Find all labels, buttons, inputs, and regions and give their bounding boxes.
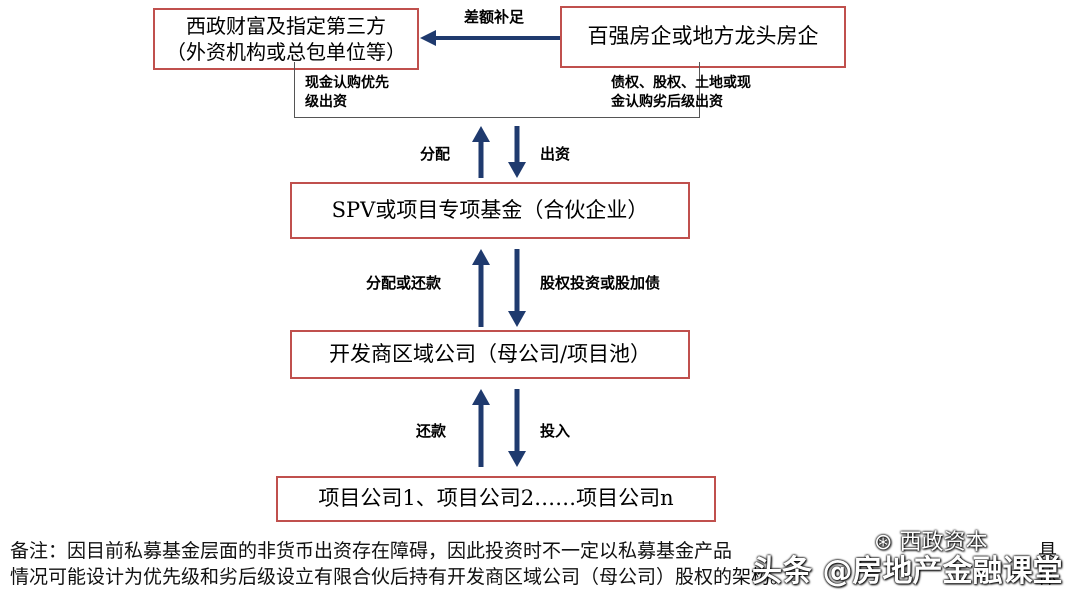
cash-subscription-note: 现金认购优先 级出资 bbox=[305, 74, 389, 112]
footer-line1: 备注：因目前私募基金层面的非货币出资存在障碍，因此投资时不一定以私募基金产品具体 bbox=[10, 538, 1075, 588]
shortfall-label: 差额补足 bbox=[464, 8, 525, 26]
spv-box: SPV或项目专项基金（合伙企业） bbox=[290, 182, 690, 239]
footer-tail: 具体 bbox=[1038, 540, 1058, 588]
distribute-up-arrow bbox=[472, 126, 490, 178]
debt-equity-note: 债权、股权、土地或现 金认购劣后级出资 bbox=[611, 74, 751, 112]
developer-label: 百强房企或地方龙头房企 bbox=[587, 24, 819, 49]
repay-label: 还款 bbox=[416, 422, 447, 440]
equity-invest-down-arrow bbox=[508, 249, 526, 327]
repay-up-arrow bbox=[472, 389, 490, 467]
gov-wealth-line2: （外资机构或总包单位等） bbox=[166, 40, 406, 64]
project-companies-label: 项目公司1、项目公司2……项目公司n bbox=[318, 486, 674, 511]
regional-company-label: 开发商区域公司（母公司/项目池） bbox=[328, 341, 652, 366]
source-watermark: ⊛ 西政资本 bbox=[874, 524, 987, 556]
invest-down-arrow bbox=[508, 126, 526, 178]
investor-group-frame bbox=[294, 62, 700, 118]
footer-line2: 情况可能设计为优先级和劣后级设立有限合伙后持有开发商区域公司（母公司）股权的架构… bbox=[10, 566, 790, 588]
regional-company-box: 开发商区域公司（母公司/项目池） bbox=[290, 330, 690, 379]
equity-invest-label: 股权投资或股加债 bbox=[540, 274, 661, 292]
shortfall-arrow bbox=[420, 30, 560, 46]
wechat-icon: ⊛ bbox=[874, 530, 893, 555]
spv-label: SPV或项目专项基金（合伙企业） bbox=[331, 197, 649, 222]
gov-wealth-line1: 西政财富及指定第三方 bbox=[186, 14, 386, 38]
put-in-down-arrow bbox=[508, 389, 526, 467]
footer-note: 备注：因目前私募基金层面的非货币出资存在障碍，因此投资时不一定以私募基金产品具体… bbox=[10, 538, 1075, 590]
gov-wealth-box: 西政财富及指定第三方 （外资机构或总包单位等） bbox=[153, 8, 419, 70]
distribute-repay-label: 分配或还款 bbox=[366, 274, 442, 292]
distribute-repay-up-arrow bbox=[472, 249, 490, 327]
put-in-label: 投入 bbox=[540, 422, 571, 440]
developer-box: 百强房企或地方龙头房企 bbox=[560, 6, 846, 68]
cash-note-line2: 级出资 bbox=[305, 94, 347, 110]
invest-label: 出资 bbox=[540, 145, 571, 163]
source-watermark-text: 西政资本 bbox=[899, 530, 988, 555]
distribute-label: 分配 bbox=[420, 145, 451, 163]
brand-watermark: 头条 @房地产金融课堂 bbox=[752, 554, 1063, 589]
cash-note-line1: 现金认购优先 bbox=[305, 75, 389, 91]
project-companies-box: 项目公司1、项目公司2……项目公司n bbox=[276, 476, 716, 522]
debt-note-line2: 金认购劣后级出资 bbox=[611, 94, 723, 110]
debt-note-line1: 债权、股权、土地或现 bbox=[611, 75, 751, 91]
